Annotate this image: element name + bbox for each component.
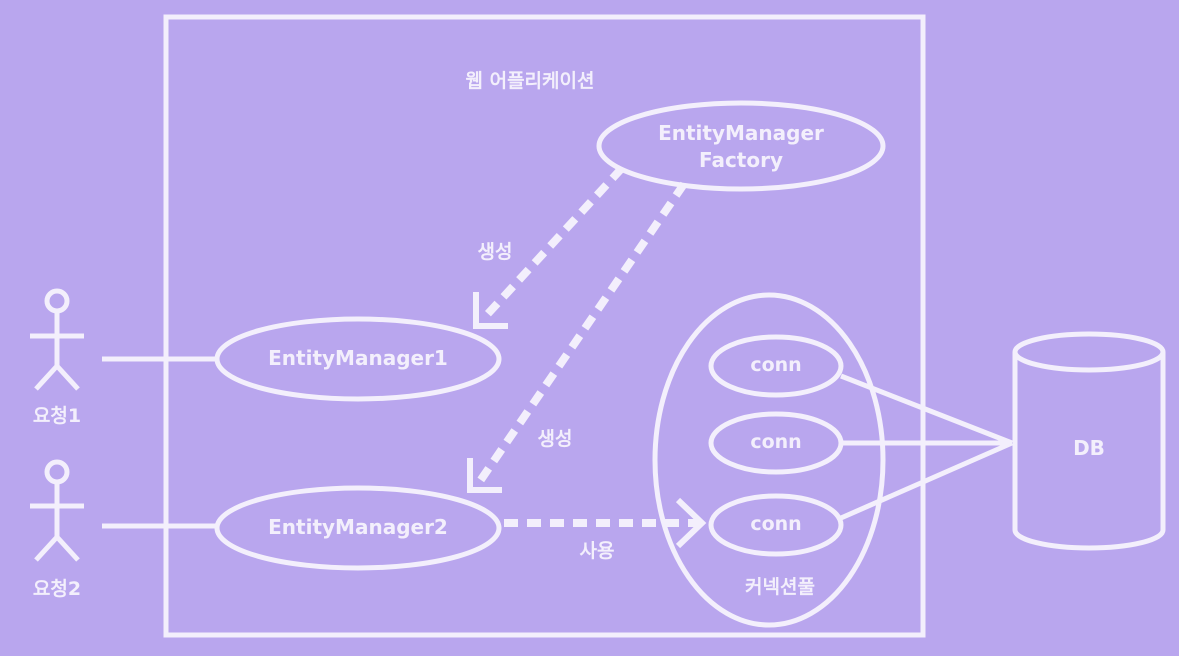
actor2-figure: [30, 459, 84, 562]
actor1-figure: [30, 288, 84, 391]
use-arrow-head: [675, 497, 707, 549]
create-arrow-1-head: [473, 292, 508, 329]
actor2-label: 요청2: [32, 578, 82, 600]
conn-node-3: [708, 493, 844, 557]
entity-manager1-label: EntityManager1: [268, 346, 448, 370]
conn-label-1: conn: [750, 354, 802, 376]
database-cylinder: [1012, 331, 1166, 551]
connection-pool-label: 커넥션풀: [745, 576, 815, 598]
connection-pool-node: [652, 292, 886, 628]
conn1-db-link: [840, 373, 1013, 446]
actor1-label: 요청1: [32, 405, 82, 427]
create-arrow-2-shaft: [474, 181, 688, 487]
web-application-boundary: [163, 14, 926, 638]
conn3-db-link: [839, 440, 1014, 521]
conn-label-2: conn: [750, 431, 802, 453]
entity-manager-factory-node: [596, 100, 886, 192]
web-application-title: 웹 어플리케이션: [465, 70, 595, 92]
entity-manager-factory-label: EntityManager Factory: [621, 120, 861, 174]
db-label: DB: [1073, 436, 1105, 460]
conn-node-1: [708, 334, 844, 398]
use-label: 사용: [579, 540, 615, 562]
entity-manager2-label: EntityManager2: [268, 515, 448, 539]
create-label-2: 생성: [537, 428, 573, 450]
create-arrow-1-shaft: [481, 165, 625, 321]
conn-label-3: conn: [750, 513, 802, 535]
factory-label-line1: EntityManager: [658, 121, 824, 145]
create-arrow-2-head: [467, 458, 502, 493]
create-label-1: 생성: [477, 241, 513, 263]
create-arrows: [474, 165, 688, 487]
factory-label-line2: Factory: [698, 148, 784, 172]
